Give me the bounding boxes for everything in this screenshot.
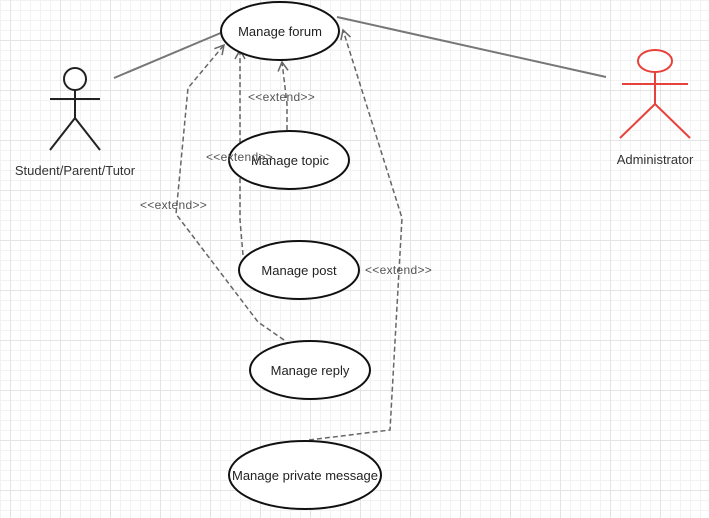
extend-line-message-forum (308, 28, 403, 441)
extend-label-reply: <<extend>> (140, 198, 207, 212)
use-case-ellipse (228, 440, 382, 510)
use-case-label: Manage forum (238, 24, 322, 39)
extend-label-post: <<extend>> (206, 150, 273, 164)
extend-line-topic-forum (277, 60, 289, 130)
use-case-ellipse (220, 1, 340, 61)
use-case-label: Manage post (261, 263, 337, 278)
use-case-manage-post[interactable]: Manage post (238, 240, 360, 300)
association-admin-forum (336, 16, 607, 78)
actor-left-leg (49, 117, 76, 151)
actor-head (637, 49, 673, 73)
use-case-manage-private-message[interactable]: Manage private message (228, 440, 382, 510)
actor-right-leg (74, 117, 101, 151)
use-case-ellipse (238, 240, 360, 300)
actor-label-administrator: Administrator (617, 152, 694, 167)
actor-label-student: Student/Parent/Tutor (15, 163, 136, 178)
actor-right-leg (654, 103, 691, 139)
use-case-manage-topic[interactable]: Manage topic (228, 130, 350, 190)
extend-label-topic: <<extend>> (248, 90, 315, 104)
extend-line-post-forum (234, 48, 246, 256)
use-case-label: Manage reply (271, 363, 350, 378)
actor-student-parent-tutor[interactable] (49, 67, 101, 151)
use-case-label: Manage topic (251, 153, 330, 168)
use-case-ellipse (249, 340, 371, 400)
extend-label-message: <<extend>> (365, 263, 432, 277)
actor-administrator[interactable] (619, 49, 691, 139)
use-case-manage-reply[interactable]: Manage reply (249, 340, 371, 400)
use-case-label: Manage private message (232, 468, 378, 483)
use-case-ellipse (228, 130, 350, 190)
actor-head (63, 67, 87, 91)
actor-left-leg (619, 103, 656, 139)
association-student-forum (113, 31, 224, 79)
use-case-manage-forum[interactable]: Manage forum (220, 1, 340, 61)
extend-line-reply-forum (175, 43, 285, 341)
